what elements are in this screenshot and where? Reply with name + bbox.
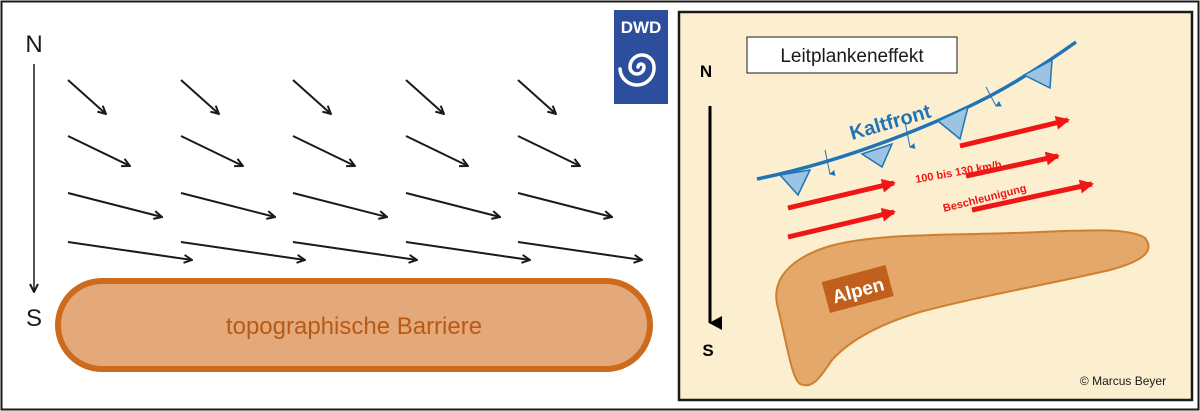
- spiral-icon: [618, 53, 656, 87]
- wind-arrow: [405, 192, 500, 217]
- north-label-left: N: [25, 31, 42, 58]
- front-triangle: [860, 142, 894, 169]
- wind-arrow: [292, 241, 417, 260]
- north-label-right: N: [700, 62, 712, 81]
- topographic-barrier: [55, 278, 653, 372]
- logo-text: DWD: [621, 18, 662, 37]
- red-wind-arrow: [787, 178, 896, 211]
- wind-arrow: [67, 241, 192, 260]
- wind-arrow: [405, 79, 444, 114]
- cold-front-triangles: [778, 58, 1053, 197]
- front-triangle: [936, 105, 970, 141]
- wind-arrow: [180, 135, 243, 166]
- wind-arrow: [517, 135, 580, 166]
- wind-field: [67, 79, 642, 260]
- logo-background: [614, 10, 668, 104]
- wind-arrow: [517, 192, 612, 217]
- south-label-right: S: [702, 341, 713, 360]
- panel-title: Leitplankeneffekt: [780, 46, 924, 67]
- wind-arrow: [517, 241, 642, 260]
- red-wind-arrow: [959, 116, 1070, 149]
- wind-arrow: [180, 79, 219, 114]
- red-wind-arrow: [787, 207, 896, 240]
- south-label-left: S: [26, 305, 42, 332]
- barrier-label: topographische Barriere: [226, 313, 482, 340]
- title-box: [746, 36, 958, 74]
- alps-shape: [775, 229, 1150, 387]
- wind-arrow: [67, 79, 106, 114]
- front-motion-arrow: [824, 149, 836, 176]
- front-motion-arrows: [824, 86, 1002, 176]
- right-panel: Leitplankeneffekt N S Kaltfront 100 bis …: [677, 10, 1194, 402]
- wind-arrow: [180, 192, 275, 217]
- front-motion-arrow: [985, 86, 1002, 107]
- red-wind-arrow: [971, 179, 1094, 213]
- wind-arrow: [67, 135, 130, 166]
- wind-arrow: [292, 79, 331, 114]
- copyright-text: © Marcus Beyer: [1080, 374, 1166, 388]
- front-motion-arrow: [904, 121, 916, 149]
- red-wind-arrow: [965, 151, 1060, 179]
- wind-arrow: [405, 135, 468, 166]
- alps-label-background: [821, 265, 894, 314]
- front-triangle: [778, 169, 812, 197]
- wind-arrow: [292, 192, 387, 217]
- right-panel-background: [677, 10, 1194, 402]
- wind-arrow: [67, 192, 162, 217]
- wind-arrow: [180, 241, 305, 260]
- front-triangle: [1022, 58, 1053, 90]
- dwd-logo: DWD: [614, 10, 668, 104]
- left-panel: N S topographische Barriere: [25, 31, 653, 372]
- wind-arrow: [405, 241, 530, 260]
- wind-arrow: [292, 135, 355, 166]
- wind-arrow: [517, 79, 556, 114]
- wind-acceleration-arrows: [787, 116, 1094, 240]
